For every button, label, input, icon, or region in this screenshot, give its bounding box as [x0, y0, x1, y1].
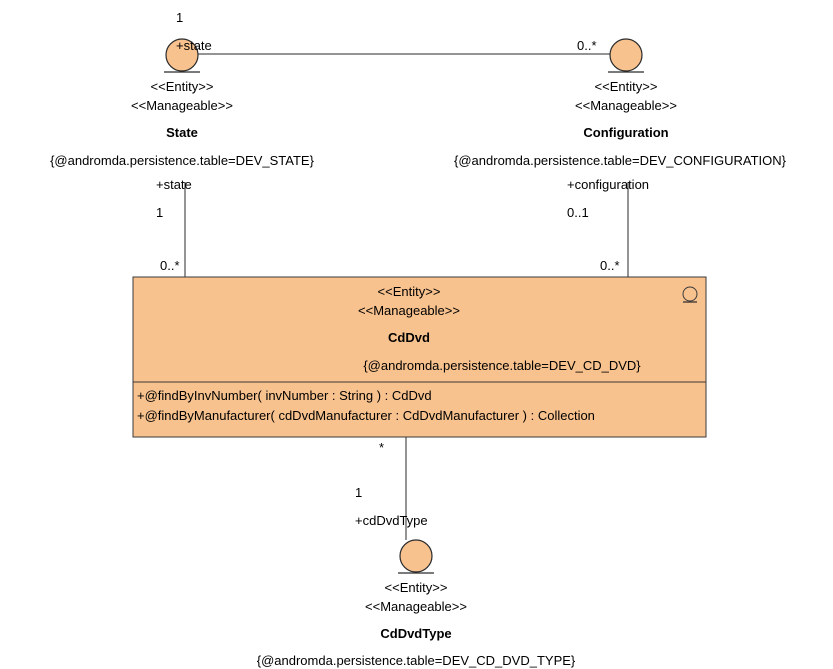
cddvd-state-cddvd-multiplicity: 0..*: [160, 258, 180, 273]
entity-cddvd[interactable]: <<Entity>> <<Manageable>> CdDvd {@androm…: [132, 276, 707, 438]
cddvd-cddvdtype-cddvd-multiplicity: *: [379, 440, 384, 455]
cddvd-class-box[interactable]: [132, 276, 707, 438]
cddvdtype-stereotype-entity: <<Entity>>: [385, 580, 448, 595]
cddvdtype-name: CdDvdType: [380, 626, 451, 641]
entity-cddvdtype[interactable]: <<Entity>> <<Manageable>> CdDvdType {@an…: [257, 539, 576, 668]
operation-item[interactable]: +@findByManufacturer( cdDvdManufacturer …: [137, 408, 595, 423]
cddvd-stereotype-manageable: <<Manageable>>: [358, 303, 460, 318]
state-configuration-state-role: +state: [176, 38, 212, 53]
state-stereotype-manageable: <<Manageable>>: [131, 98, 233, 113]
cddvd-stereotype-entity: <<Entity>>: [378, 284, 441, 299]
cddvd-cddvdtype-type-role: +cdDvdType: [355, 513, 428, 528]
configuration-stereotype-entity: <<Entity>>: [595, 79, 658, 94]
entity-circle-icon: [608, 38, 644, 73]
cddvd-tagged-value: {@andromda.persistence.table=DEV_CD_DVD}: [363, 358, 641, 373]
state-configuration-state-multiplicity: 1: [176, 10, 183, 25]
state-tagged-value: {@andromda.persistence.table=DEV_STATE}: [50, 153, 314, 168]
cddvd-state-state-role: +state: [156, 177, 192, 192]
entity-circle-icon: [682, 286, 698, 303]
cddvd-configuration-configuration-multiplicity: 0..1: [567, 205, 589, 220]
entity-state[interactable]: <<Entity>> <<Manageable>> State {@androm…: [50, 38, 315, 168]
cddvdtype-tagged-value: {@andromda.persistence.table=DEV_CD_DVD_…: [257, 653, 576, 668]
configuration-tagged-value: {@andromda.persistence.table=DEV_CONFIGU…: [454, 153, 787, 168]
entity-circle-icon: [398, 539, 434, 574]
cddvd-configuration-configuration-role: +configuration: [567, 177, 649, 192]
configuration-name: Configuration: [583, 125, 668, 140]
cddvd-name: CdDvd: [388, 330, 430, 345]
entity-configuration[interactable]: <<Entity>> <<Manageable>> Configuration …: [454, 38, 787, 168]
state-configuration-configuration-multiplicity: 0..*: [577, 38, 597, 53]
cddvd-state-state-multiplicity: 1: [156, 205, 163, 220]
cddvdtype-stereotype-manageable: <<Manageable>>: [365, 599, 467, 614]
state-name: State: [166, 125, 198, 140]
cddvd-configuration-cddvd-multiplicity: 0..*: [600, 258, 620, 273]
entity-circle-icon: [164, 38, 200, 73]
configuration-stereotype-manageable: <<Manageable>>: [575, 98, 677, 113]
state-stereotype-entity: <<Entity>>: [151, 79, 214, 94]
operation-item[interactable]: +@findByInvNumber( invNumber : String ) …: [137, 388, 432, 403]
cddvd-cddvdtype-type-multiplicity: 1: [355, 485, 362, 500]
